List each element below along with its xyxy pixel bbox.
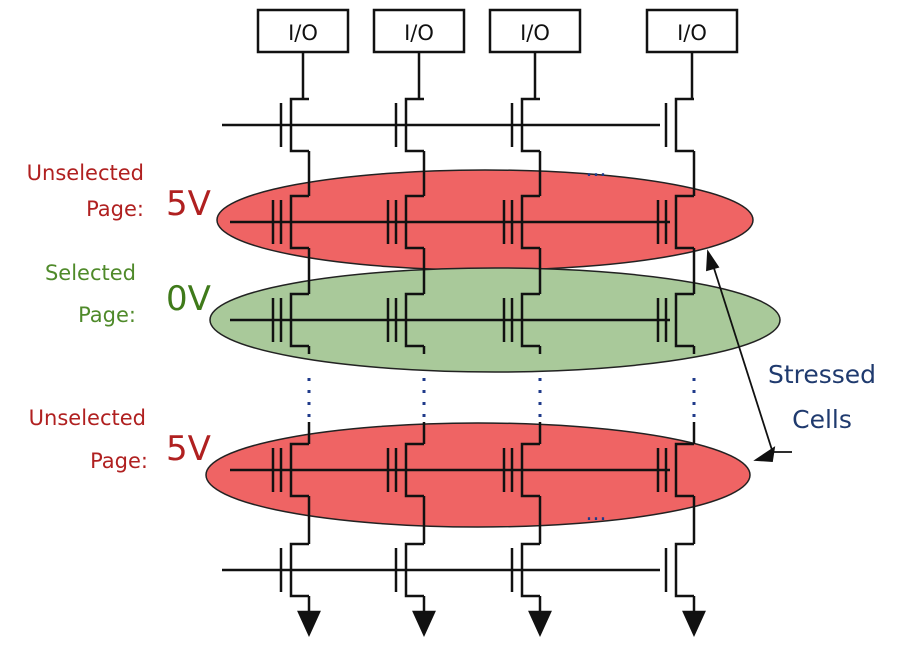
io-box-1: I/O [256, 8, 350, 54]
string-4-cell-row-3-channel [674, 442, 694, 498]
ellipsis-bottom: ... [586, 501, 607, 526]
string-4-select-gate-bottom-channel [674, 542, 694, 598]
string-4-cell-row-2-channel [674, 292, 694, 348]
string-1-source-arrow [297, 610, 321, 638]
io-label-4: I/O [677, 21, 707, 45]
io-label-1: I/O [288, 21, 318, 45]
stressed-arrow-head-top [706, 249, 720, 272]
io-label-2: I/O [404, 21, 434, 45]
string-2-source-arrow [412, 610, 436, 638]
stressed-arrow-head-bottom [753, 446, 776, 462]
unselected-page-bottom-ellipse [205, 422, 751, 528]
stressed-arrow-line [711, 261, 773, 451]
io-box-3: I/O [488, 8, 582, 54]
dotted-continuation [307, 378, 696, 424]
ellipsis-top: ... [586, 157, 607, 182]
unselected-page-top-ellipse [216, 169, 754, 271]
stressed-arrow [706, 249, 792, 462]
page-3-label-line1: Unselected [29, 406, 146, 430]
page-1-voltage: 5V [166, 184, 211, 224]
cell-array-circuit [222, 52, 706, 638]
io-label-3: I/O [520, 21, 550, 45]
page-2-label-line2: Page: [78, 303, 136, 327]
page-1-label-line1: Unselected [27, 161, 144, 185]
stressed-label-line2: Cells [792, 405, 852, 434]
string-4-cell-row-1-channel [674, 194, 694, 250]
page-1-label-line2: Page: [86, 197, 144, 221]
page-3-label-line2: Page: [90, 449, 148, 473]
string-3-source-arrow [528, 610, 552, 638]
page-2-voltage: 0V [166, 279, 211, 319]
string-4-source-arrow [682, 610, 706, 638]
io-box-2: I/O [372, 8, 466, 54]
page-3-voltage: 5V [166, 429, 211, 469]
io-box-4: I/O [645, 8, 739, 54]
page-2-label-line1: Selected [45, 261, 136, 285]
stressed-label-line1: Stressed [768, 360, 876, 389]
string-4-select-gate-top-channel [674, 97, 694, 153]
